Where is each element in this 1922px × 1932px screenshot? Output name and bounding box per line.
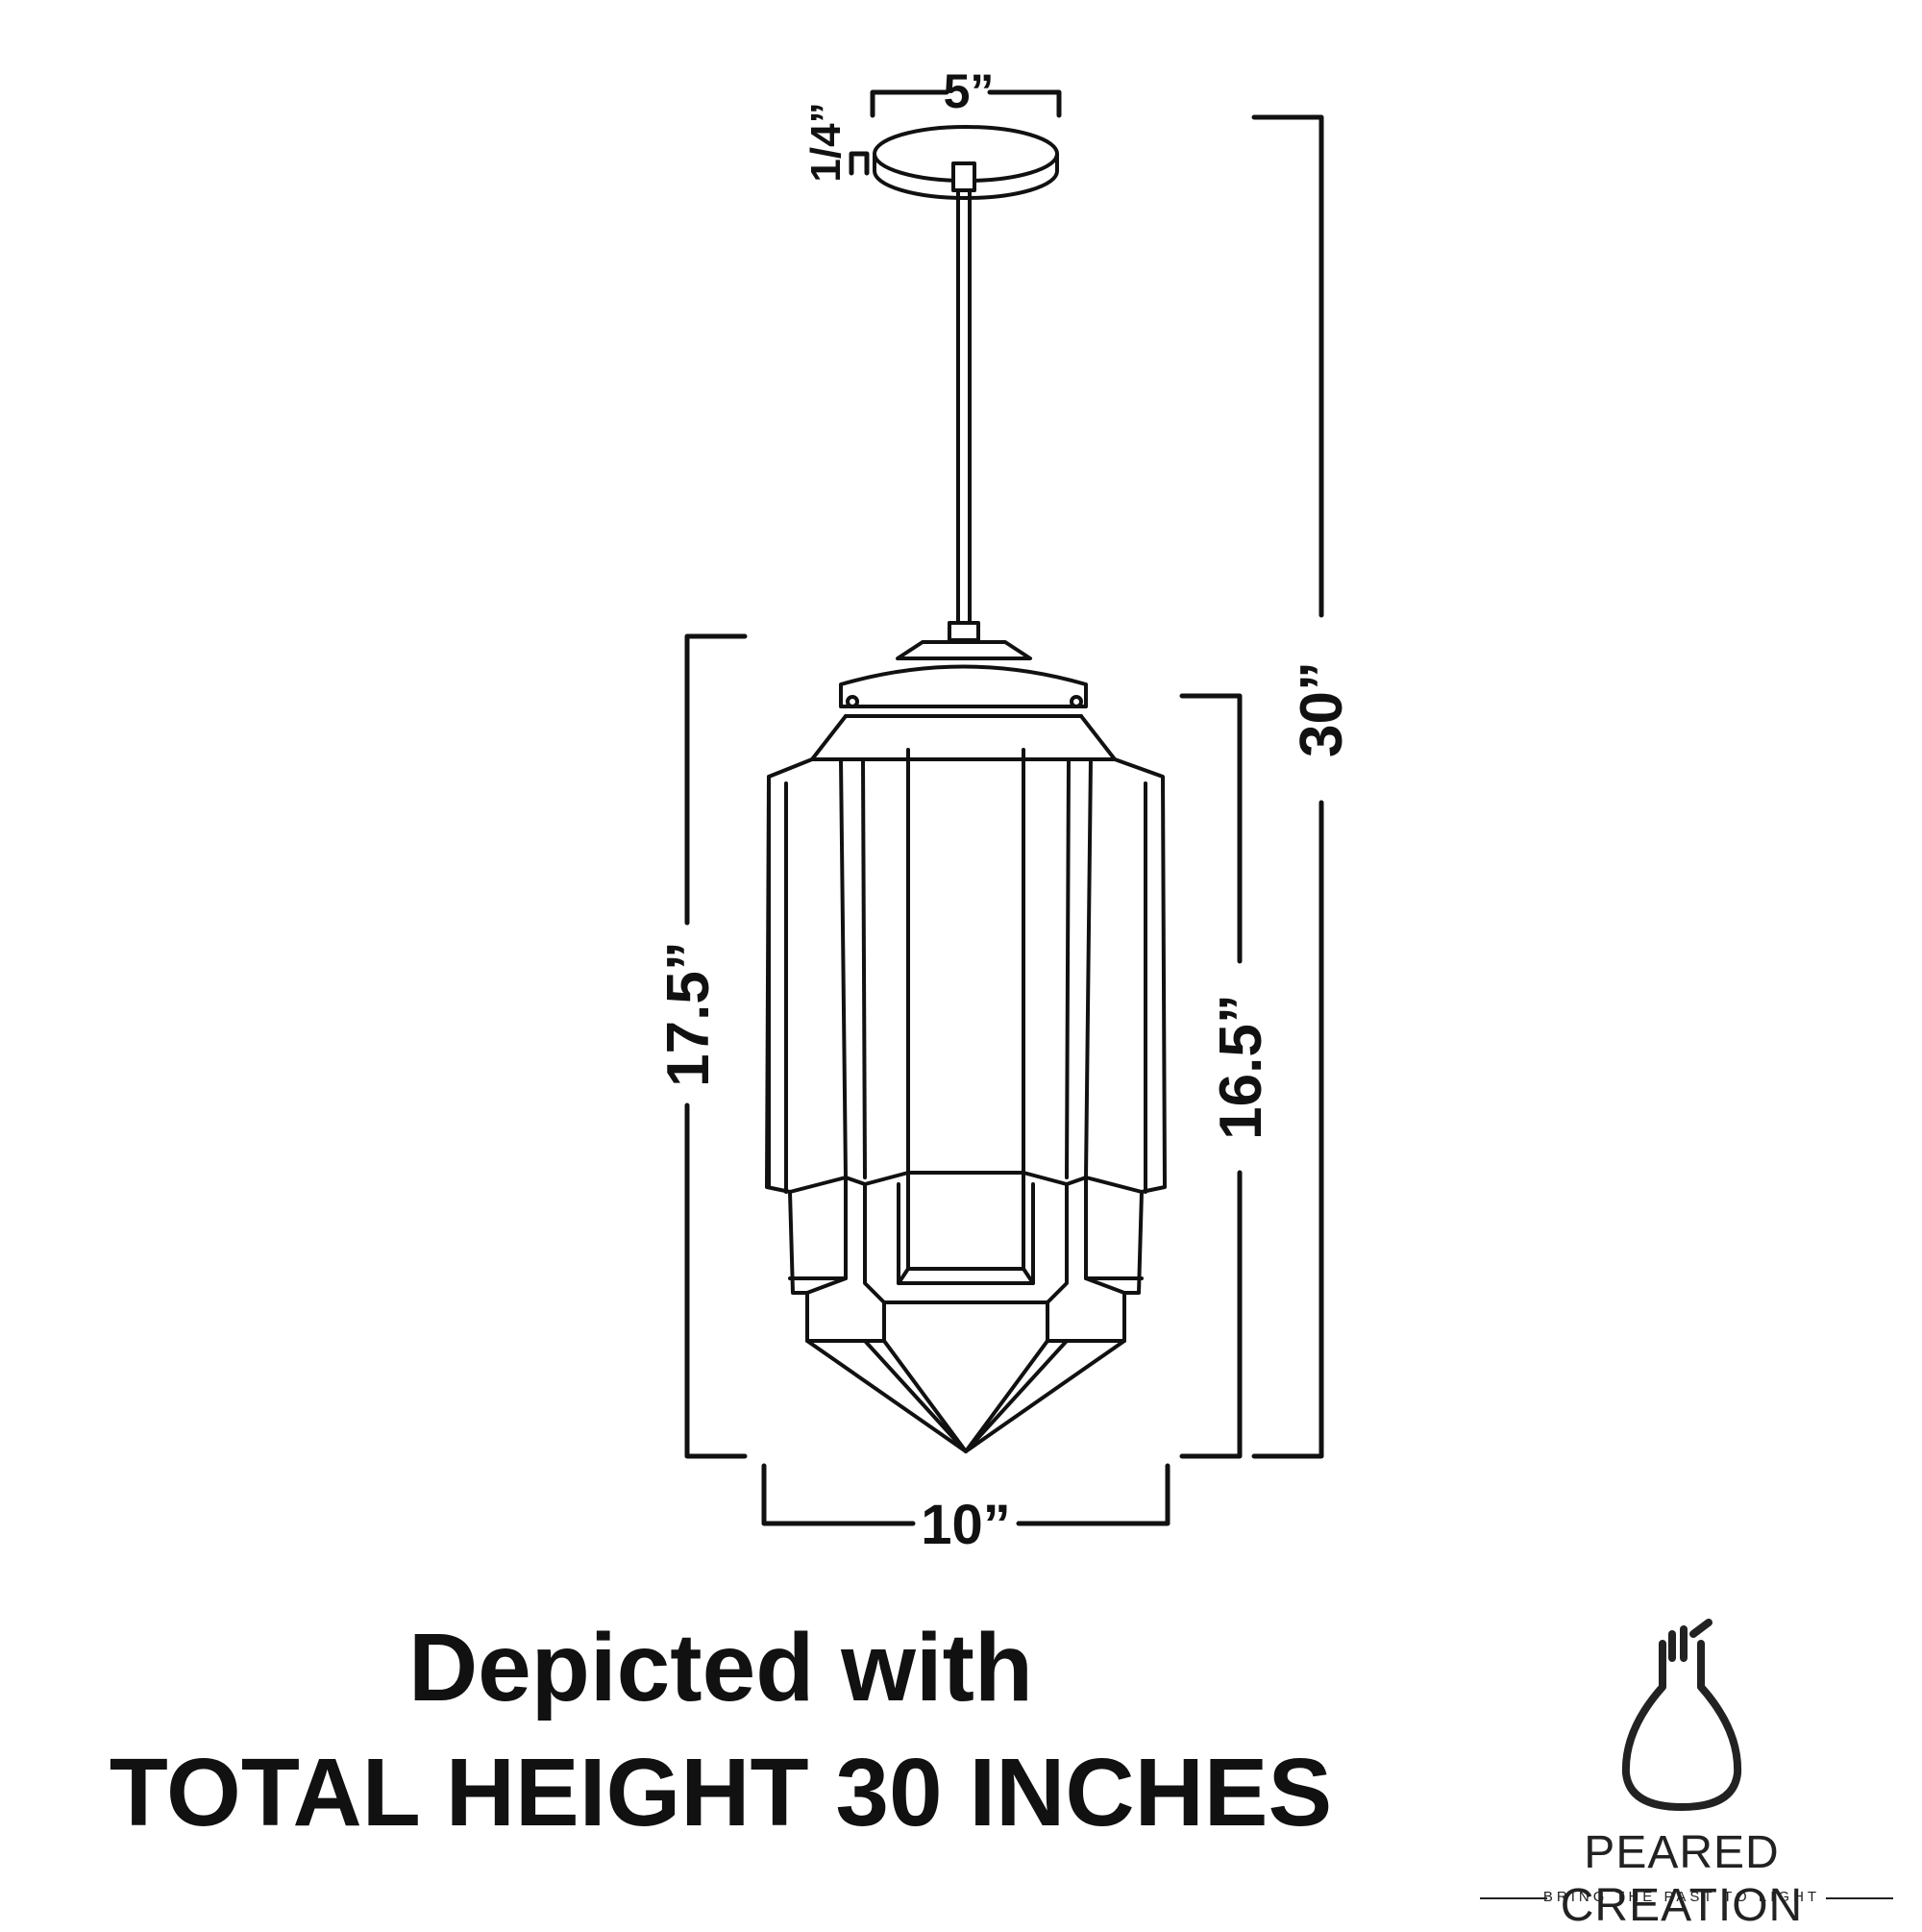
canopy-thickness-label: 1/4” — [802, 102, 850, 182]
ceiling-canopy — [873, 125, 1059, 200]
brand-name: PEARED CREATION — [1560, 1827, 1804, 1931]
canopy-width-dimension-line — [870, 89, 1062, 118]
pendant-stem — [951, 161, 976, 627]
lightbulb-logo-icon — [1621, 1619, 1742, 1811]
shade-width-label: 10” — [921, 1494, 1011, 1556]
shade-height-label: 17.5” — [655, 941, 722, 1087]
canopy-thickness-bracket — [849, 151, 870, 176]
total-height-label: 30” — [1289, 661, 1355, 757]
total-height-dimension-line — [1251, 114, 1324, 1459]
shade-width-dimension-line — [761, 1463, 1170, 1526]
fitter-cap — [810, 621, 1117, 761]
caption-line-1: Depicted with — [407, 1614, 1034, 1721]
glass-height-label: 16.5” — [1208, 994, 1274, 1140]
canopy-width-label: 5” — [944, 64, 995, 118]
glass-shade — [765, 748, 1167, 1453]
glass-height-dimension-line — [1179, 693, 1243, 1459]
caption-line-2: TOTAL HEIGHT 30 INCHES — [109, 1739, 1333, 1846]
brand-tagline: BRING THE PAST TO LIGHT — [1542, 1889, 1821, 1905]
shade-height-dimension-line — [684, 633, 748, 1459]
